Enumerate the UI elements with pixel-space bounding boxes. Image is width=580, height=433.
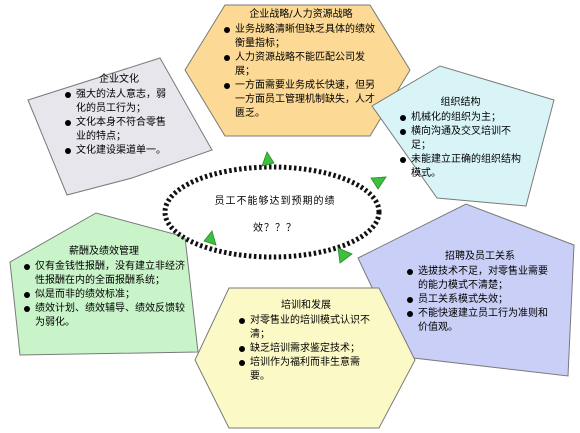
list-item: 强大的法人意志，弱化的员工行为； (63, 88, 175, 116)
list-item: 业务战略清晰但缺乏具体的绩效衡量指标； (222, 23, 380, 51)
hexagon-strategy (184, 4, 411, 137)
curved-arrow-icon (261, 151, 275, 167)
center-question-line1: 员工不能够达到预期的绩 (214, 196, 336, 207)
list-item: 培训作为福利而非生意需要。 (237, 356, 375, 384)
item-list: 选拔技术不足，对零售业需要的能力模式不清楚； 员工关系模式失效； 不能快速建立员… (405, 265, 555, 335)
list-item: 员工关系模式失效； (405, 293, 555, 307)
panel-title: 企业战略/人力资源战略 (249, 9, 353, 20)
item-list: 强大的法人意志，弱化的员工行为； 文化本身不符合零售业的特点； 文化建设渠道单一… (63, 88, 175, 158)
list-item: 缺乏培训需求鉴定技术； (237, 342, 375, 356)
curved-arrow-icon (203, 230, 217, 246)
hexagon-training (194, 287, 416, 429)
curved-arrow-icon (370, 176, 387, 190)
list-item: 不能快速建立员工行为准则和价值观。 (405, 307, 555, 335)
list-item: 绩效计划、绩效辅导、绩效反馈较为弱化。 (22, 302, 186, 330)
panel-culture: 企业文化 强大的法人意志，弱化的员工行为； 文化本身不符合零售业的特点； 文化建… (63, 73, 175, 158)
list-item: 人力资源战略不能匹配公司发展； (222, 51, 380, 79)
list-item: 一方面需要业务成长快速，但另一方面员工管理机制缺失，人才匮乏。 (222, 79, 380, 121)
item-list: 业务战略清晰但缺乏具体的绩效衡量指标； 人力资源战略不能匹配公司发展； 一方面需… (222, 23, 380, 121)
panel-org: 组织结构 机械化的组织为主； 横向沟通及交叉培训不足； 未能建立正确的组织结构模… (398, 96, 523, 181)
list-item: 机械化的组织为主； (398, 111, 523, 125)
center-ellipse (162, 164, 382, 260)
panel-title: 薪酬及绩效管理 (69, 246, 139, 257)
list-item: 文化建设渠道单一。 (63, 144, 175, 158)
center-question-line2: 效？？？ (253, 223, 297, 234)
panel-title: 企业文化 (99, 74, 139, 85)
list-item: 横向沟通及交叉培训不足； (398, 125, 523, 153)
panel-title: 组织结构 (440, 97, 481, 108)
panel-comp: 薪酬及绩效管理 仅有金钱性报酬，没有建立非经济性报酬在内的全面报酬系统； 似是而… (22, 245, 186, 330)
list-item: 文化本身不符合零售业的特点； (63, 116, 175, 144)
panel-title: 培训和发展 (281, 300, 331, 311)
pentagon-org (371, 65, 555, 207)
item-list: 机械化的组织为主； 横向沟通及交叉培训不足； 未能建立正确的组织结构模式。 (398, 111, 523, 181)
panel-recruit: 招聘及员工关系 选拔技术不足，对零售业需要的能力模式不清楚； 员工关系模式失效；… (405, 250, 555, 335)
panel-strategy: 企业战略/人力资源战略 业务战略清晰但缺乏具体的绩效衡量指标； 人力资源战略不能… (222, 8, 380, 121)
list-item: 未能建立正确的组织结构模式。 (398, 153, 523, 181)
pentagon-culture (27, 57, 213, 196)
list-item: 仅有金钱性报酬，没有建立非经济性报酬在内的全面报酬系统； (22, 260, 186, 288)
curved-arrow-icon (337, 247, 353, 264)
list-item: 选拔技术不足，对零售业需要的能力模式不清楚； (405, 265, 555, 293)
list-item: 似是而非的绩效标准； (22, 288, 186, 302)
panel-training: 培训和发展 对零售业的培训模式认识不清； 缺乏培训需求鉴定技术； 培训作为福利而… (237, 299, 375, 384)
item-list: 仅有金钱性报酬，没有建立非经济性报酬在内的全面报酬系统； 似是而非的绩效标准； … (22, 260, 186, 330)
panel-title: 招聘及员工关系 (445, 251, 515, 262)
pentagon-comp (9, 212, 199, 356)
list-item: 对零售业的培训模式认识不清； (237, 314, 375, 342)
item-list: 对零售业的培训模式认识不清； 缺乏培训需求鉴定技术； 培训作为福利而非生意需要。 (237, 314, 375, 384)
